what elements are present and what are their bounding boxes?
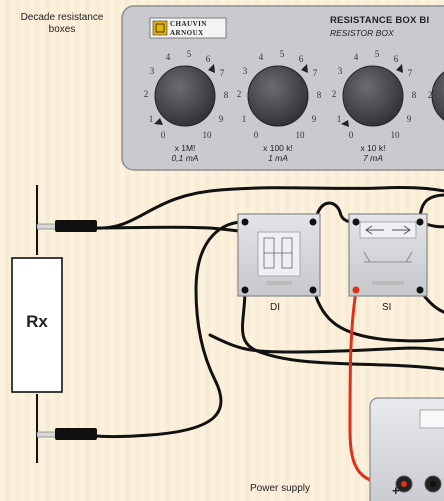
dial-3-current: 7 mA: [363, 153, 383, 163]
svg-text:9: 9: [407, 114, 412, 124]
svg-text:8: 8: [412, 90, 417, 100]
dial-2-multiplier: x 100 k!: [263, 143, 293, 153]
svg-text:0: 0: [161, 130, 166, 140]
plus-terminal-label: +: [392, 483, 400, 498]
power-plus-terminal[interactable]: [395, 475, 413, 493]
svg-text:6: 6: [206, 54, 211, 64]
resistance-box-subtitle: RESISTOR BOX: [330, 28, 394, 38]
svg-text:2: 2: [144, 89, 149, 99]
svg-text:3: 3: [150, 66, 155, 76]
svg-text:4: 4: [166, 52, 171, 62]
dial-3-multiplier: x 10 k!: [360, 143, 386, 153]
svg-text:6: 6: [299, 54, 304, 64]
brand-logo: [149, 17, 227, 39]
decade-dial-100k[interactable]: 0 1 2 3 4 5 6 7 8 9 10: [237, 49, 322, 140]
svg-text:2: 2: [428, 90, 433, 100]
svg-text:0: 0: [254, 130, 259, 140]
svg-text:6: 6: [394, 54, 399, 64]
decade-dial-partial[interactable]: 2: [428, 66, 444, 126]
svg-text:1: 1: [242, 114, 247, 124]
svg-text:0: 0: [349, 130, 354, 140]
svg-text:1: 1: [337, 114, 342, 124]
svg-text:5: 5: [187, 49, 192, 59]
dial-1-current: 0,1 mA: [171, 153, 199, 163]
svg-text:8: 8: [224, 90, 229, 100]
dial-2-caption: x 100 k! 1 mA: [243, 143, 313, 163]
resistance-box-title: RESISTANCE BOX BI: [330, 15, 430, 26]
si-label: SI: [382, 302, 392, 313]
svg-text:7: 7: [220, 68, 225, 78]
svg-text:5: 5: [280, 49, 285, 59]
svg-text:4: 4: [354, 52, 359, 62]
svg-text:10: 10: [391, 130, 401, 140]
dial-1-caption: x 1M! 0,1 mA: [150, 143, 220, 163]
di-module: [237, 213, 321, 297]
rx-top-plug: [36, 220, 97, 232]
brand-name-line2: ARNOUX: [170, 29, 204, 37]
dial-1-multiplier: x 1M!: [174, 143, 196, 153]
decade-resistance-boxes-label: Decade resistance boxes: [20, 12, 104, 35]
dial-2-current: 1 mA: [268, 153, 288, 163]
svg-text:7: 7: [408, 68, 413, 78]
power-supply-label: Power supply: [250, 483, 311, 494]
svg-text:7: 7: [313, 68, 318, 78]
dial-3-caption: x 10 k! 7 mA: [338, 143, 408, 163]
decade-dial-10k[interactable]: 0 1 2 3 4 5 6 7 8 9 10: [332, 49, 417, 140]
svg-text:2: 2: [332, 89, 337, 99]
power-supply: [369, 397, 444, 501]
rx-bottom-plug: [36, 428, 97, 440]
svg-text:3: 3: [338, 66, 343, 76]
red-wire: [348, 289, 397, 486]
rx-label: Rx: [26, 312, 48, 331]
di-label: DI: [270, 302, 280, 313]
si-module: [348, 213, 428, 297]
power-minus-terminal[interactable]: [424, 475, 442, 493]
svg-text:1: 1: [149, 114, 154, 124]
decade-dial-1m[interactable]: 0 1 2 3 4 5 6 7 8 9 10: [144, 49, 229, 140]
svg-text:9: 9: [312, 114, 317, 124]
svg-text:3: 3: [243, 66, 248, 76]
svg-text:10: 10: [296, 130, 306, 140]
brand-name-line1: CHAUVIN: [170, 20, 207, 28]
svg-text:8: 8: [317, 90, 322, 100]
svg-text:5: 5: [375, 49, 380, 59]
svg-text:4: 4: [259, 52, 264, 62]
svg-text:2: 2: [237, 89, 242, 99]
svg-text:10: 10: [203, 130, 213, 140]
svg-text:9: 9: [219, 114, 224, 124]
rx-resistor: [11, 185, 63, 463]
